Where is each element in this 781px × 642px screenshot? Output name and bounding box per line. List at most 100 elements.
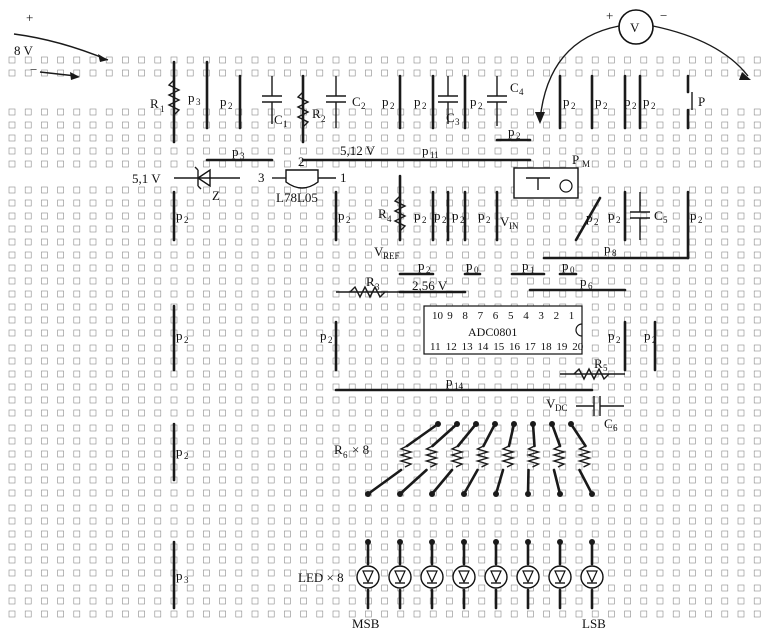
label-p0a: p (466, 258, 473, 273)
label-p2-adc2: p (320, 328, 327, 343)
label-c2: C (352, 94, 361, 109)
label-p2-m1-sub: 2 (346, 215, 351, 225)
label-p0b-sub: 0 (570, 265, 575, 275)
adc-pin-top: 2 (554, 310, 560, 322)
label-p2-m4-sub: 2 (460, 215, 465, 225)
r6-resistor (461, 421, 498, 497)
label-p2-left1-sub: 2 (184, 215, 189, 225)
adc-pin-bottom: 20 (572, 341, 584, 353)
label-vref-sub: REF (383, 251, 400, 261)
label-r3-sub: 3 (375, 282, 380, 292)
label-p3a: p (188, 90, 195, 105)
label-msb: MSB (352, 616, 380, 631)
led (356, 539, 380, 610)
label-p2-m6-sub: 2 (594, 217, 599, 227)
label-p2-m5: p (478, 208, 485, 223)
r6-resistor (429, 421, 479, 497)
label-p2a-sub: 2 (228, 101, 233, 111)
label-p3-left: p (176, 568, 183, 583)
supply-leads: + 8 V − (13, 10, 109, 80)
label-p2d: p (470, 94, 477, 109)
label-p2-adc2-sub: 2 (328, 335, 333, 345)
label-p2-m3-sub: 2 (442, 215, 447, 225)
label-vref: V (374, 244, 384, 259)
label-p6-sub: 6 (588, 281, 593, 291)
left-column: p 2 p 2 p 3 (172, 304, 189, 610)
label-p2h-sub: 2 (632, 101, 637, 111)
adc-pin-top: 7 (478, 310, 484, 322)
r6-resistor (549, 421, 567, 497)
label-p3b: p (232, 144, 239, 159)
label-pushbutton: P (698, 94, 705, 109)
label-p2i: p (643, 94, 650, 109)
label-c6-sub: 6 (613, 423, 618, 433)
led-row: LED × 8 MSB LSB (298, 539, 606, 631)
label-p2-adc4: p (644, 328, 651, 343)
label-vin-sub: IN (509, 221, 519, 231)
label-p2g-sub: 2 (603, 101, 608, 111)
label-r2-sub: 2 (321, 114, 326, 124)
led (516, 539, 540, 610)
r6-resistors (365, 421, 595, 497)
adc-pin-bottom: 18 (541, 341, 553, 353)
label-r4: R (378, 206, 387, 221)
label-reg-pin1: 1 (340, 170, 347, 185)
r6-array: R 6 × 8 (334, 421, 595, 497)
label-r6: R (334, 442, 343, 457)
label-p2b: p (382, 94, 389, 109)
label-p6: p (580, 274, 587, 289)
label-p14-sub: 14 (454, 381, 464, 391)
label-pot: P (572, 152, 579, 167)
supply-plus: + (26, 10, 33, 25)
label-p2-left3: p (176, 444, 183, 459)
label-p2a: p (220, 94, 227, 109)
label-p8: p (604, 241, 611, 256)
label-p2-m8-sub: 2 (698, 215, 703, 225)
label-p2-m2: p (414, 208, 421, 223)
label-r1: R (150, 96, 159, 111)
voltmeter-plus: + (606, 8, 613, 23)
middle-row: p 2 p 2 R 4 V REF p 2 p 2 p 2 p 2 V IN p… (172, 174, 703, 261)
label-r1-sub: 1 (160, 104, 165, 114)
adc-pin-bottom: 13 (462, 341, 474, 353)
adc-pin-top: 10 (432, 310, 444, 322)
label-p2-left1: p (176, 208, 183, 223)
label-reg-pin2: 2 (298, 154, 305, 169)
adc-pin-top: 5 (508, 310, 514, 322)
label-c4-sub: 4 (519, 87, 524, 97)
label-p2-left2: p (176, 328, 183, 343)
label-p2-m8: p (690, 208, 697, 223)
label-p2-adc3: p (608, 328, 615, 343)
label-c5: C (654, 208, 663, 223)
label-adc: ADC0801 (468, 325, 517, 339)
led (420, 539, 444, 610)
label-p2c-sub: 2 (422, 101, 427, 111)
label-p8-sub: 8 (612, 248, 617, 258)
led (548, 539, 572, 610)
label-regulator: L78L05 (276, 190, 318, 205)
label-p0a-sub: 0 (474, 265, 479, 275)
label-p2g: p (595, 94, 602, 109)
label-led: LED × 8 (298, 570, 344, 585)
adc-pin-bottom: 12 (446, 341, 457, 353)
label-p14: p (446, 374, 453, 389)
label-c3-sub: 3 (455, 117, 460, 127)
r6-resistor (365, 421, 441, 497)
label-p11-sub: 11 (430, 150, 439, 160)
label-p2-m5-sub: 2 (486, 215, 491, 225)
label-r6-sub: 6 (343, 450, 348, 460)
label-p2-left3-sub: 2 (184, 451, 189, 461)
label-lsb: LSB (582, 616, 606, 631)
adc-pin-top: 4 (523, 310, 529, 322)
label-p2-adc4-sub: 2 (652, 335, 657, 345)
adc-pin-bottom: 16 (509, 341, 521, 353)
supply-voltage: 8 V (14, 43, 34, 58)
label-r5-sub: 5 (603, 363, 608, 373)
leds (356, 539, 604, 610)
label-p2-adc1-sub: 2 (426, 265, 431, 275)
label-vcc-512: 5,12 V (340, 143, 376, 158)
label-pot-sub: M (582, 159, 590, 169)
led (580, 539, 604, 610)
